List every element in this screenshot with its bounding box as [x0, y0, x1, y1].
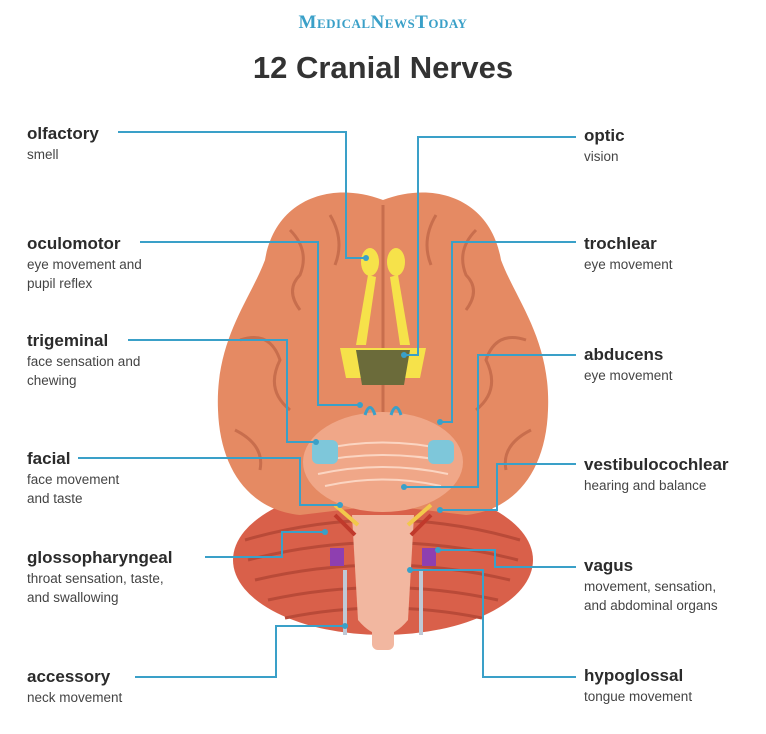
- label-trigeminal: trigeminal face sensation and chewing: [27, 331, 237, 390]
- page-title: 12 Cranial Nerves: [252, 50, 514, 85]
- nerve-function: hearing and balance: [584, 478, 707, 493]
- nerve-name: optic: [584, 126, 625, 145]
- label-oculomotor: oculomotor eye movement and pupil reflex: [27, 234, 237, 293]
- nerve-name: trigeminal: [27, 331, 109, 350]
- leader-optic: [404, 136, 576, 356]
- label-hypoglossal: hypoglossal tongue movement: [584, 666, 759, 706]
- leader-facial: [78, 457, 340, 506]
- leader-trigeminal: [128, 339, 316, 443]
- nerve-name: accessory: [27, 667, 111, 686]
- nerve-function: face sensation and chewing: [27, 354, 141, 388]
- nerve-name: olfactory: [27, 124, 99, 143]
- nerve-name: facial: [27, 449, 71, 468]
- label-optic: optic vision: [584, 126, 759, 166]
- nerve-function: neck movement: [27, 690, 123, 705]
- nerve-function: face movement and taste: [27, 472, 120, 506]
- label-vestibulocochlear: vestibulocochlear hearing and balance: [584, 455, 759, 495]
- leader-hypoglossal: [410, 569, 576, 678]
- label-trochlear: trochlear eye movement: [584, 234, 759, 274]
- nerve-name: vestibulocochlear: [584, 455, 729, 474]
- nerve-name: abducens: [584, 345, 664, 364]
- nerve-function: tongue movement: [584, 689, 693, 704]
- label-vagus: vagus movement, sensation, and abdominal…: [584, 556, 759, 615]
- nerve-name: vagus: [584, 556, 634, 575]
- label-olfactory: olfactory smell: [27, 124, 237, 164]
- leader-lines: [78, 131, 576, 678]
- leader-olfactory: [118, 131, 366, 259]
- leader-oculomotor: [140, 241, 360, 406]
- nerve-function: throat sensation, taste, and swallowing: [27, 571, 164, 605]
- nerve-function: smell: [27, 147, 59, 162]
- nerve-function: eye movement: [584, 257, 673, 272]
- leader-glossopharyngeal: [205, 531, 325, 558]
- leader-abducens: [404, 354, 576, 488]
- brand-logo: MedicalNewsToday: [298, 12, 468, 33]
- leader-trochlear: [440, 241, 576, 423]
- nerve-name: trochlear: [584, 234, 657, 253]
- nerve-function: eye movement and pupil reflex: [27, 257, 142, 291]
- leader-vagus: [438, 549, 576, 568]
- nerve-function: vision: [584, 149, 619, 164]
- nerve-name: hypoglossal: [584, 666, 684, 685]
- leader-accessory: [135, 625, 345, 678]
- nerve-name: glossopharyngeal: [27, 548, 173, 567]
- nerve-name: oculomotor: [27, 234, 121, 253]
- leader-dots: [313, 255, 443, 629]
- nerve-roots: [312, 406, 454, 635]
- label-glossopharyngeal: glossopharyngeal throat sensation, taste…: [27, 548, 237, 607]
- nerve-function: movement, sensation, and abdominal organ…: [584, 579, 718, 613]
- medulla: [352, 515, 414, 650]
- label-abducens: abducens eye movement: [584, 345, 759, 385]
- nerve-function: eye movement: [584, 368, 673, 383]
- leader-vestibulocochlear: [440, 463, 576, 511]
- label-accessory: accessory neck movement: [27, 667, 237, 707]
- label-facial: facial face movement and taste: [27, 449, 237, 508]
